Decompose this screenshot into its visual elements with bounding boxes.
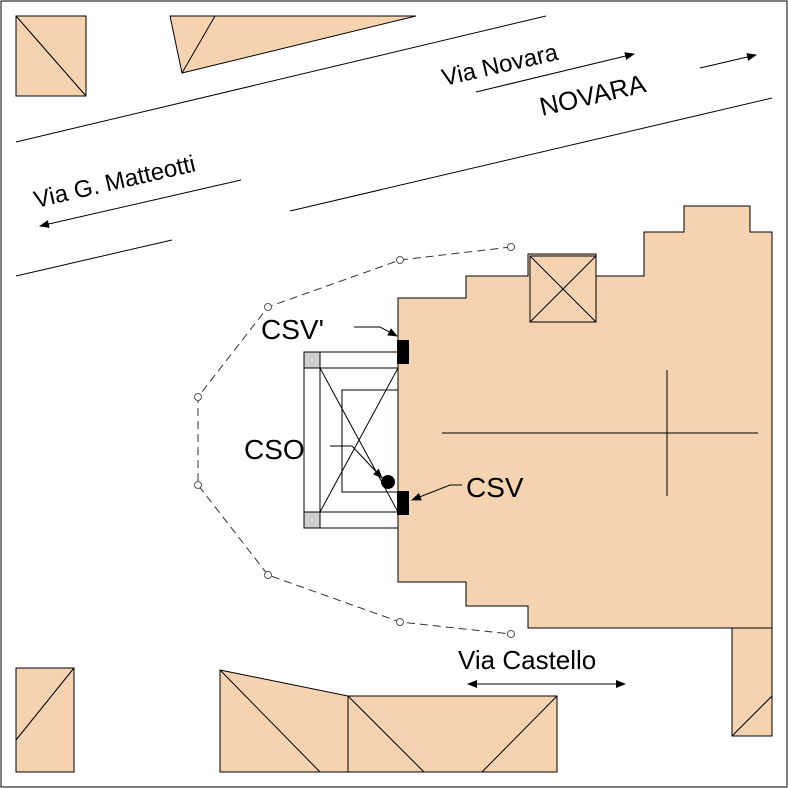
- boundary-path: [194, 243, 515, 638]
- cso-marker: [381, 475, 395, 489]
- via-matteotti-arrow: [39, 179, 242, 228]
- novara-arrow: [699, 53, 757, 69]
- csv-label: CSV: [466, 472, 524, 503]
- annex-structure: [303, 351, 399, 529]
- building-bottom-right: [731, 627, 773, 737]
- road-edge-2: [289, 97, 773, 212]
- csv-marker: [397, 491, 409, 515]
- csv-prime-leader: [354, 326, 398, 337]
- csv-leader: [411, 484, 462, 501]
- main-building: [397, 205, 773, 629]
- building-top-left: [15, 15, 87, 97]
- tower-square: [529, 255, 597, 323]
- via-novara-arrow: [475, 52, 635, 93]
- road-edge-3: [15, 239, 173, 277]
- via-castello-label: Via Castello: [458, 645, 596, 675]
- road-edge-1: [15, 15, 547, 143]
- cso-leader: [351, 445, 383, 479]
- building-bottom-left: [15, 667, 75, 773]
- csv-prime-label: CSV': [261, 314, 324, 345]
- building-top-triangle: [169, 15, 417, 74]
- building-bottom-right-center: [347, 695, 558, 773]
- cso-label: CSO: [244, 434, 305, 465]
- csv-prime-marker: [397, 340, 409, 364]
